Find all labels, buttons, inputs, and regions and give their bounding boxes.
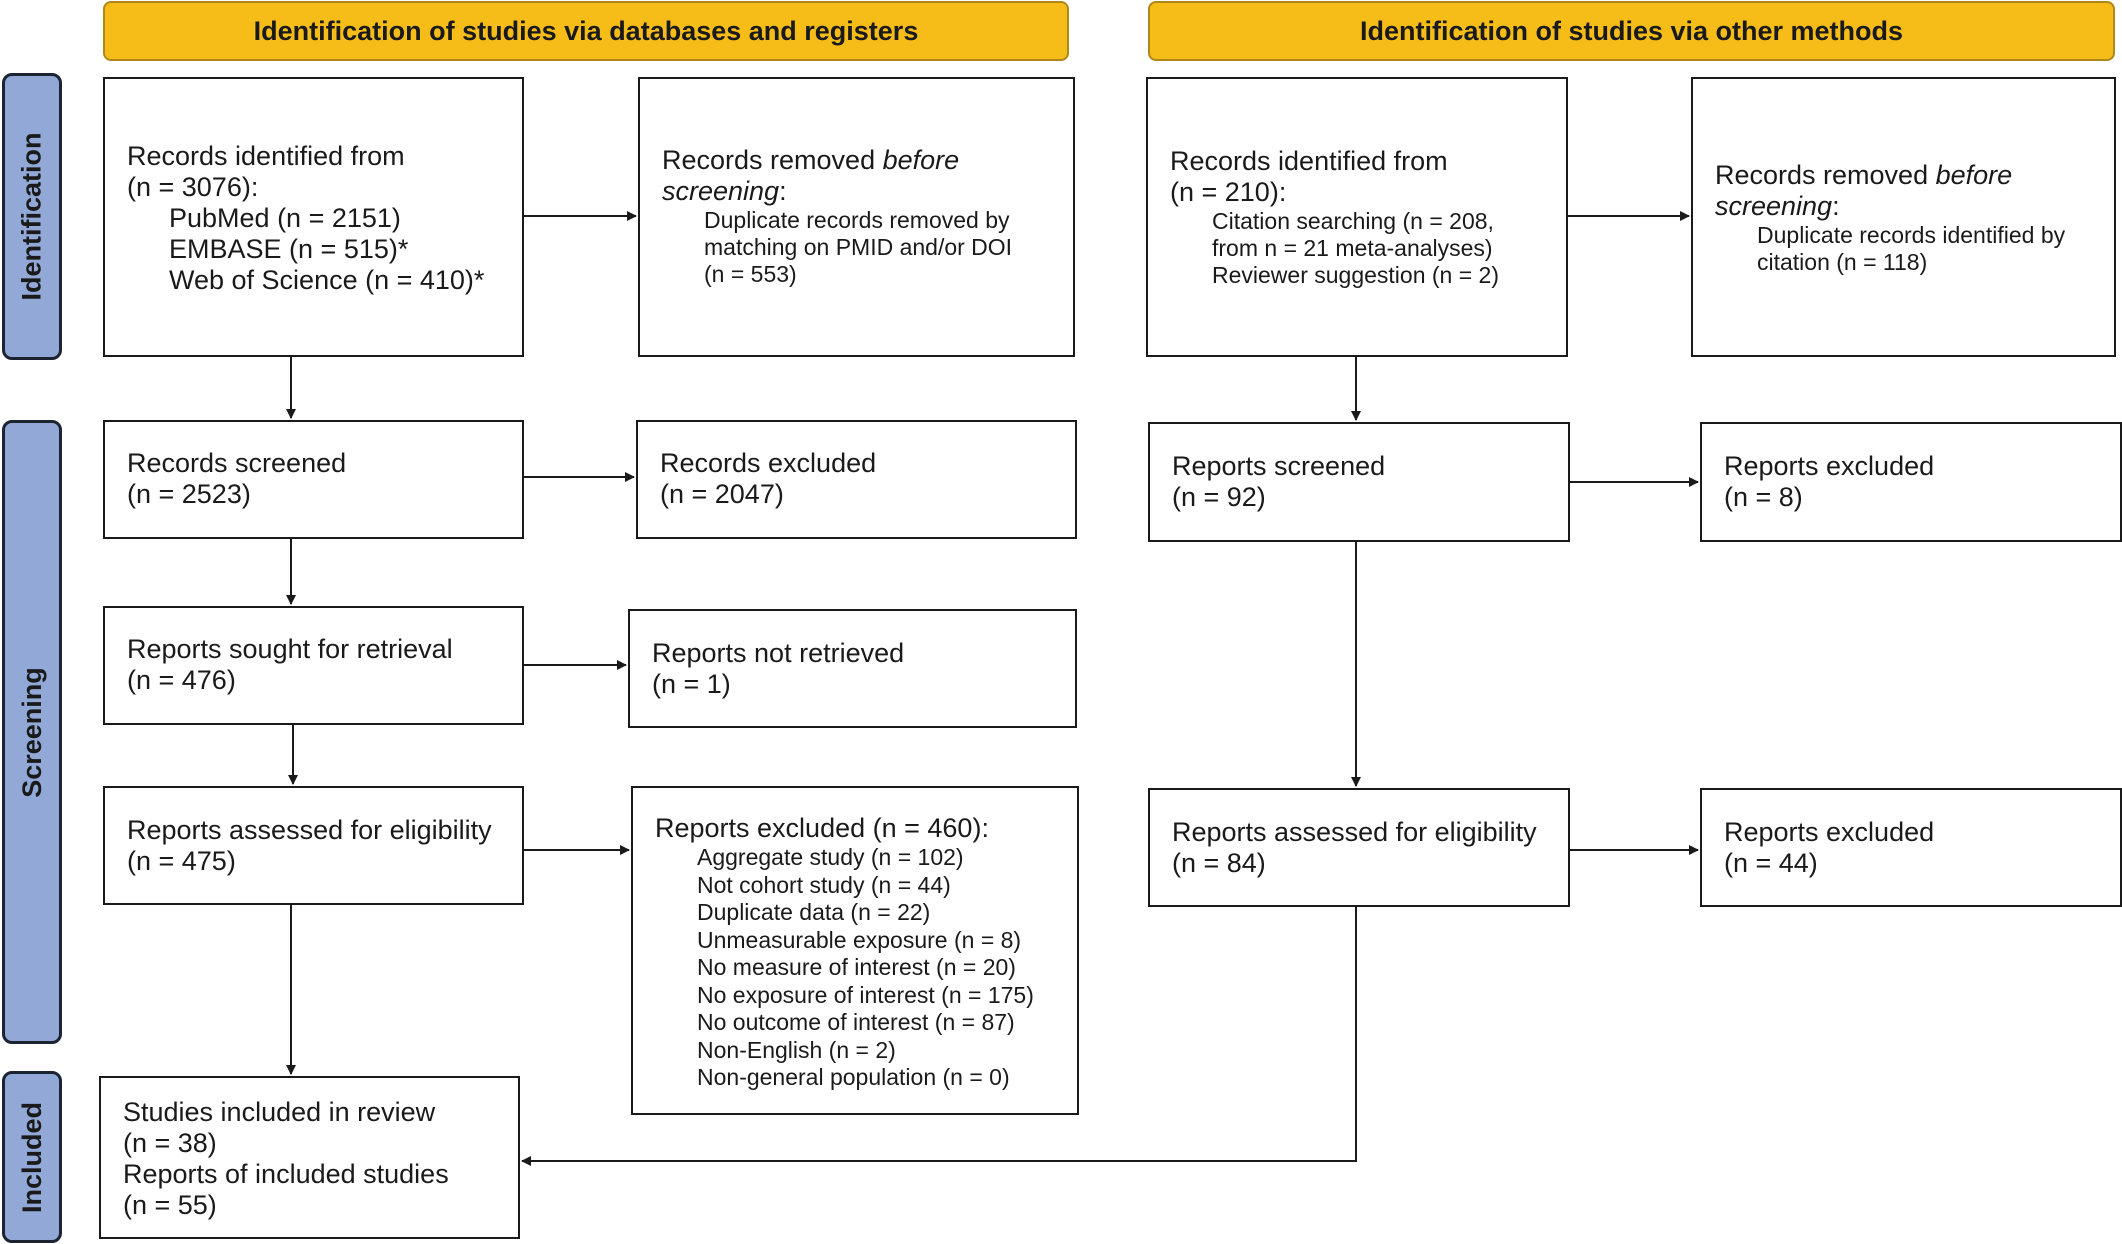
other-reports-excluded-n: (n = 44) bbox=[1724, 848, 1818, 878]
exclusion-reason: Non-general population (n = 0) bbox=[697, 1064, 1010, 1090]
source-pubmed: PubMed (n = 2151) bbox=[169, 203, 401, 233]
other-screened-title: Reports screened bbox=[1172, 451, 1386, 481]
stage-screening: Screening bbox=[2, 420, 62, 1044]
header-databases: Identification of studies via databases … bbox=[103, 1, 1069, 61]
box-records-screened: Records screened (n = 2523) bbox=[103, 420, 524, 539]
studies-included-n: (n = 38) bbox=[123, 1128, 217, 1158]
box-records-identified-other: Records identified from (n = 210): Citat… bbox=[1146, 77, 1568, 357]
box-reports-excluded-screen-other: Reports excluded (n = 8) bbox=[1700, 422, 2122, 542]
other-source-1: Citation searching (n = 208, bbox=[1212, 208, 1494, 234]
reports-included-title: Reports of included studies bbox=[123, 1159, 449, 1189]
box-records-excluded: Records excluded (n = 2047) bbox=[636, 420, 1077, 539]
reports-not-retrieved-n: (n = 1) bbox=[652, 669, 731, 699]
stage-included: Included bbox=[2, 1071, 62, 1243]
other-reports-excluded-title: Reports excluded bbox=[1724, 817, 1935, 847]
reports-assessed-n: (n = 475) bbox=[127, 846, 236, 876]
other-excluded-n: (n = 8) bbox=[1724, 482, 1803, 512]
other-excluded-title: Reports excluded bbox=[1724, 451, 1935, 481]
removed-detail-2: matching on PMID and/or DOI bbox=[704, 234, 1013, 260]
removed-detail-3: (n = 553) bbox=[704, 261, 797, 287]
other-identified-title: Records identified from bbox=[1170, 146, 1448, 176]
box-reports-sought: Reports sought for retrieval (n = 476) bbox=[103, 606, 524, 725]
exclusion-reason: No outcome of interest (n = 87) bbox=[697, 1009, 1015, 1035]
other-source-3: Reviewer suggestion (n = 2) bbox=[1212, 262, 1500, 288]
records-screened-n: (n = 2523) bbox=[127, 479, 251, 509]
arrow-other-assessed-to-included bbox=[521, 907, 1357, 1166]
other-assessed-n: (n = 84) bbox=[1172, 848, 1266, 878]
studies-included-title: Studies included in review bbox=[123, 1097, 436, 1127]
exclusion-reason: Duplicate data (n = 22) bbox=[697, 899, 931, 925]
box-records-identified-db: Records identified from (n = 3076): PubM… bbox=[103, 77, 524, 357]
records-identified-n: (n = 3076): bbox=[127, 172, 259, 202]
other-removed-title-2: screening: bbox=[1715, 191, 1840, 221]
records-excluded-n: (n = 2047) bbox=[660, 479, 784, 509]
exclusion-reason: No measure of interest (n = 20) bbox=[697, 954, 1016, 980]
box-reports-screened-other: Reports screened (n = 92) bbox=[1148, 422, 1570, 542]
records-removed-title-2: screening: bbox=[662, 176, 787, 206]
box-reports-assessed-other: Reports assessed for eligibility (n = 84… bbox=[1148, 788, 1570, 907]
reports-assessed-title: Reports assessed for eligibility bbox=[127, 815, 492, 845]
box-reports-assessed-db: Reports assessed for eligibility (n = 47… bbox=[103, 786, 524, 905]
records-identified-title: Records identified from bbox=[127, 141, 405, 171]
exclusion-reason: Unmeasurable exposure (n = 8) bbox=[697, 926, 1022, 953]
source-web-of-science: Web of Science (n = 410)* bbox=[169, 265, 485, 295]
stage-identification: Identification bbox=[2, 73, 62, 360]
other-identified-n: (n = 210): bbox=[1170, 177, 1287, 207]
other-screened-n: (n = 92) bbox=[1172, 482, 1266, 512]
records-screened-title: Records screened bbox=[127, 448, 347, 478]
other-source-2: from n = 21 meta-analyses) bbox=[1212, 235, 1493, 261]
removed-detail-1: Duplicate records removed by bbox=[704, 207, 1010, 233]
reports-included-n: (n = 55) bbox=[123, 1190, 217, 1220]
box-included: Studies included in review (n = 38) Repo… bbox=[99, 1076, 520, 1239]
header-other-methods: Identification of studies via other meth… bbox=[1148, 1, 2115, 61]
box-records-removed-db: Records removed before screening: Duplic… bbox=[638, 77, 1075, 357]
exclusion-reason: Aggregate study (n = 102) bbox=[697, 844, 964, 870]
reports-excluded-title: Reports excluded (n = 460): bbox=[655, 813, 989, 843]
other-removed-title: Records removed before bbox=[1715, 160, 2013, 190]
records-excluded-title: Records excluded bbox=[660, 448, 877, 478]
box-reports-not-retrieved: Reports not retrieved (n = 1) bbox=[628, 609, 1077, 728]
records-removed-title: Records removed before bbox=[662, 145, 960, 175]
box-reports-excluded-assess-other: Reports excluded (n = 44) bbox=[1700, 788, 2122, 907]
box-records-removed-other: Records removed before screening: Duplic… bbox=[1691, 77, 2116, 357]
reports-sought-n: (n = 476) bbox=[127, 665, 236, 695]
box-reports-excluded-db: Reports excluded (n = 460): Aggregate st… bbox=[631, 786, 1079, 1115]
reports-not-retrieved-title: Reports not retrieved bbox=[652, 638, 905, 668]
exclusion-reason: No exposure of interest (n = 175) bbox=[697, 981, 1034, 1008]
other-removed-detail-1: Duplicate records identified by bbox=[1757, 222, 2066, 248]
source-embase: EMBASE (n = 515)* bbox=[169, 234, 409, 264]
exclusion-reason: Non-English (n = 2) bbox=[697, 1036, 896, 1063]
reports-sought-title: Reports sought for retrieval bbox=[127, 634, 453, 664]
other-assessed-title: Reports assessed for eligibility bbox=[1172, 817, 1537, 847]
other-removed-detail-2: citation (n = 118) bbox=[1757, 249, 1928, 275]
exclusion-reason: Not cohort study (n = 44) bbox=[697, 871, 951, 898]
